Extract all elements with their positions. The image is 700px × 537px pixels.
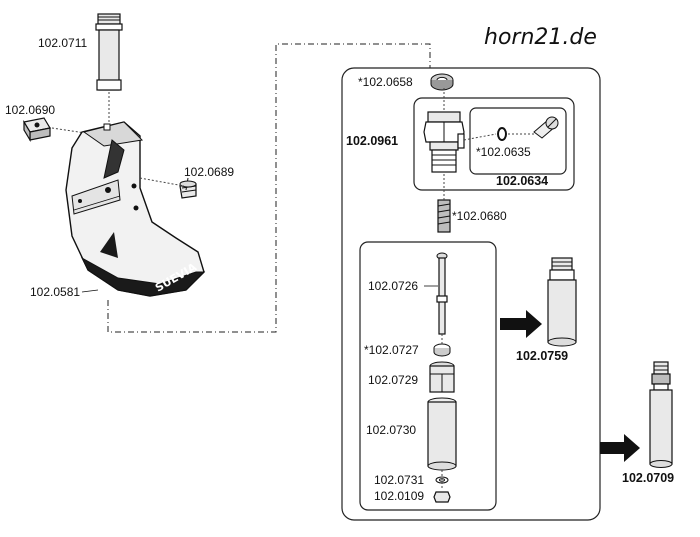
part-102-0961 — [423, 111, 465, 173]
label-102-0689: 102.0689 — [184, 165, 234, 179]
label-102-0727: *102.0727 — [364, 343, 419, 357]
label-102-0680: *102.0680 — [452, 209, 507, 223]
label-102-0690: 102.0690 — [5, 103, 55, 117]
connector-line — [107, 43, 431, 333]
label-102-0730: 102.0730 — [366, 423, 416, 437]
part-102-0635 — [497, 116, 559, 141]
part-102-0690 — [23, 117, 51, 143]
seal-kit-subpanel — [469, 107, 567, 175]
part-102-0711 — [95, 13, 123, 91]
part-102-0726 — [436, 252, 448, 335]
label-102-0961: 102.0961 — [346, 134, 398, 148]
axis-line-seal — [463, 133, 497, 141]
part-102-0109 — [433, 491, 451, 503]
valve-detail-panel — [341, 67, 601, 521]
part-102-0689 — [179, 177, 197, 199]
part-102-0658 — [430, 73, 454, 91]
arrow-to-0709 — [600, 434, 640, 462]
label-102-0729: 102.0729 — [368, 373, 418, 387]
label-102-0709: 102.0709 — [622, 471, 674, 485]
label-102-0658: *102.0658 — [358, 75, 413, 89]
part-102-0709-assembly — [649, 361, 673, 468]
arrow-to-0759 — [500, 310, 542, 338]
label-102-0635: *102.0635 — [476, 145, 531, 159]
part-102-0680 — [437, 199, 451, 233]
leader-0581 — [81, 289, 99, 293]
label-102-0759: 102.0759 — [516, 349, 568, 363]
axis-line-screw — [139, 177, 185, 187]
brand-title: horn21.de — [484, 25, 597, 50]
label-102-0634: 102.0634 — [496, 174, 548, 188]
part-102-0727 — [433, 343, 451, 357]
label-102-0711: 102.0711 — [38, 36, 87, 50]
valve-body-subpanel — [413, 97, 575, 191]
label-102-0109: 102.0109 — [374, 489, 424, 503]
label-102-0726: 102.0726 — [368, 279, 418, 293]
label-102-0731: 102.0731 — [374, 473, 424, 487]
part-102-0581-bowl: SUEVIA — [65, 121, 206, 297]
plunger-subpanel — [359, 241, 497, 511]
part-102-0730 — [427, 397, 457, 471]
part-102-0759-assembly — [547, 257, 577, 347]
label-102-0581: 102.0581 — [30, 285, 80, 299]
part-102-0729 — [429, 361, 455, 393]
